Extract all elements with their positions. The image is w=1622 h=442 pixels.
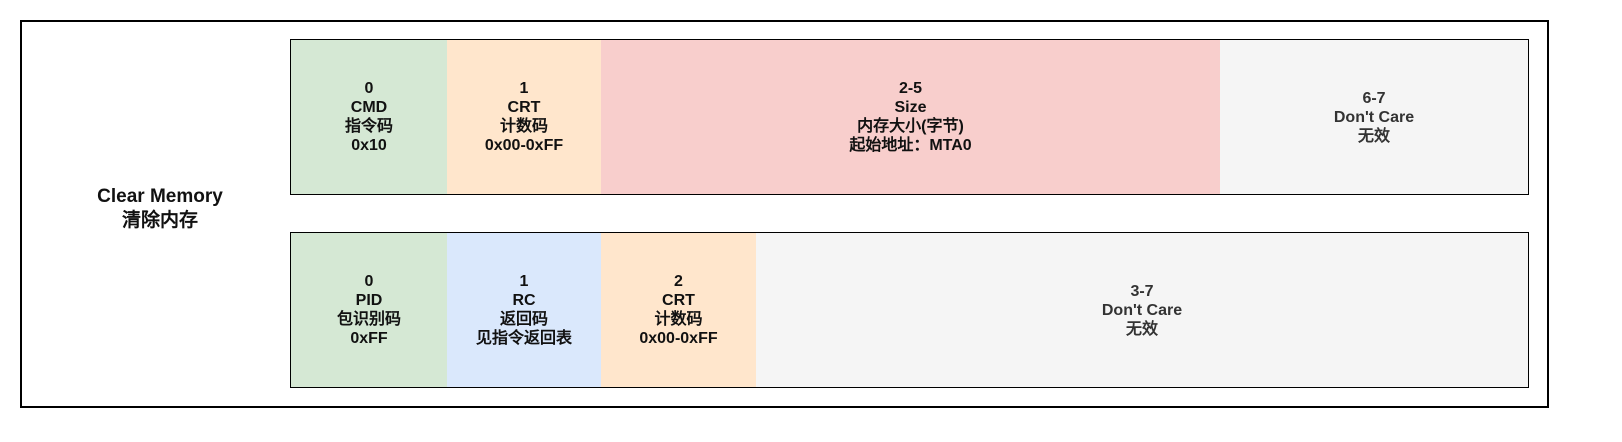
request-byte-1-crt: 1 CRT 计数码 0x00-0xFF <box>447 40 601 194</box>
field-name: CRT <box>662 292 695 309</box>
byte-index: 0 <box>364 80 374 97</box>
field-value: 见指令返回表 <box>475 330 572 347</box>
byte-index: 3-7 <box>1130 282 1154 300</box>
byte-index: 6-7 <box>1362 89 1386 107</box>
response-byte-0-pid: 0 PID 包识别码 0xFF <box>291 233 447 387</box>
byte-index: 2-5 <box>898 80 923 97</box>
field-value: 起始地址：MTA0 <box>849 137 972 154</box>
byte-index: 0 <box>364 273 374 290</box>
field-name-zh: 返回码 <box>499 311 548 328</box>
response-bytes-3-7-dont-care: 3-7 Don't Care 无效 <box>756 233 1528 387</box>
field-name: CMD <box>350 99 388 116</box>
field-name-zh: 内存大小(字节) <box>857 118 964 135</box>
request-frame-row: 0 CMD 指令码 0x10 1 CRT 计数码 0x00-0xFF 2-5 S… <box>290 39 1529 195</box>
byte-index: 2 <box>674 273 683 290</box>
field-value: 0x00-0xFF <box>484 137 564 154</box>
field-value: 0x10 <box>351 137 387 154</box>
request-bytes-2-5-size: 2-5 Size 内存大小(字节) 起始地址：MTA0 <box>601 40 1220 194</box>
field-name: Don't Care <box>1333 108 1415 126</box>
command-title: Clear Memory 清除内存 <box>60 185 260 233</box>
response-byte-2-crt: 2 CRT 计数码 0x00-0xFF <box>601 233 756 387</box>
request-byte-0-cmd: 0 CMD 指令码 0x10 <box>291 40 447 194</box>
field-name-zh: 无效 <box>1357 127 1390 145</box>
response-frame-row: 0 PID 包识别码 0xFF 1 RC 返回码 见指令返回表 2 CRT 计数… <box>290 232 1529 388</box>
request-bytes-6-7-dont-care: 6-7 Don't Care 无效 <box>1220 40 1528 194</box>
field-name-zh: 指令码 <box>344 118 393 135</box>
response-byte-1-rc: 1 RC 返回码 见指令返回表 <box>447 233 601 387</box>
field-name: Size <box>894 99 927 116</box>
field-name: Don't Care <box>1101 301 1183 319</box>
command-title-en: Clear Memory <box>97 186 223 207</box>
byte-index: 1 <box>519 80 529 97</box>
field-name: CRT <box>507 99 541 116</box>
field-name: RC <box>512 292 536 309</box>
field-name-zh: 计数码 <box>654 311 703 328</box>
field-value: 0xFF <box>350 330 388 347</box>
command-title-zh: 清除内存 <box>121 210 198 231</box>
field-name-zh: 包识别码 <box>336 311 401 328</box>
field-name-zh: 计数码 <box>499 118 548 135</box>
field-value: 0x00-0xFF <box>639 330 718 347</box>
field-name-zh: 无效 <box>1125 320 1158 338</box>
field-name: PID <box>355 292 383 309</box>
byte-index: 1 <box>519 273 529 290</box>
